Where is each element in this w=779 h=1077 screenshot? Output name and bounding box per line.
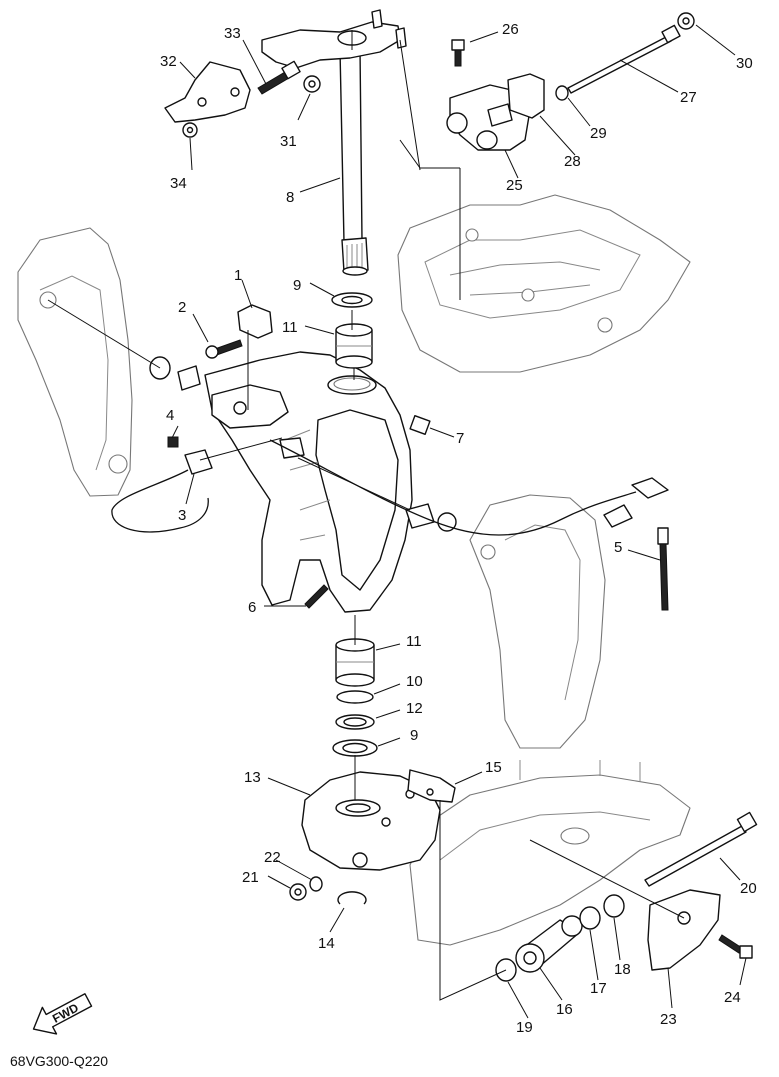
bushing-11-lower [335, 638, 375, 687]
fwd-direction-arrow: FWD [32, 993, 93, 1035]
part-callouts: 1 2 3 4 5 6 7 8 9 9 10 11 11 12 13 14 15… [160, 21, 757, 1036]
bushing-left [149, 356, 201, 391]
callout-13: 13 [244, 769, 261, 786]
callout-16: 16 [556, 1001, 573, 1018]
washer-18 [603, 894, 625, 918]
callout-14: 14 [318, 935, 335, 952]
drawing-code: 68VG300-Q220 [10, 1053, 108, 1069]
callout-11-upper: 11 [282, 319, 298, 336]
callout-22: 22 [264, 849, 281, 866]
cover-23 [647, 889, 721, 971]
callout-33: 33 [224, 25, 241, 42]
callout-24: 24 [724, 989, 741, 1006]
callout-5: 5 [614, 539, 622, 556]
callout-11-lower: 11 [406, 633, 422, 650]
clip-1 [237, 304, 273, 339]
callout-1: 1 [234, 267, 242, 284]
steering-shaft [339, 47, 369, 276]
callout-18: 18 [614, 961, 631, 978]
callout-28: 28 [564, 153, 581, 170]
cable-tie-5 [657, 527, 669, 611]
left-clamp-bracket-ghost [17, 227, 133, 497]
callout-29: 29 [590, 125, 607, 142]
bolt-24 [718, 934, 753, 959]
callout-6: 6 [248, 599, 256, 616]
callout-7: 7 [456, 430, 464, 447]
callout-15: 15 [485, 759, 502, 776]
callout-19: 19 [516, 1019, 533, 1036]
callout-26: 26 [502, 21, 519, 38]
cable-bracket [164, 61, 251, 123]
mount-rubber-16 [515, 915, 583, 973]
washer-12 [335, 714, 375, 730]
washer-22 [309, 876, 323, 892]
bolt-20 [644, 811, 758, 887]
nut-34 [182, 122, 198, 138]
washer-9-lower [332, 739, 378, 757]
leader-lines [171, 24, 747, 1019]
washer-9-upper [331, 292, 373, 308]
callout-34: 34 [170, 175, 187, 192]
right-clamp-bracket-ghost [469, 494, 606, 749]
bolt-27 [567, 24, 681, 94]
lower-mount-housing [301, 771, 441, 871]
callout-27: 27 [680, 89, 697, 106]
switch-3 [184, 449, 213, 475]
washer-17 [579, 906, 601, 930]
bushing-11-upper [335, 323, 373, 369]
callout-4: 4 [166, 407, 174, 424]
callout-20: 20 [740, 880, 757, 897]
callout-30: 30 [736, 55, 753, 72]
bolt-33 [257, 60, 301, 95]
callout-32: 32 [160, 53, 177, 70]
circlip-14 [337, 891, 367, 905]
lower-casing-ghost [409, 760, 691, 946]
upper-mount-casting-ghost [397, 194, 691, 373]
callout-8: 8 [286, 189, 294, 206]
bolt-26 [451, 39, 465, 67]
callout-10: 10 [406, 673, 423, 690]
callout-9-upper: 9 [293, 277, 301, 294]
bolt-4 [167, 436, 179, 448]
bolt-2 [205, 339, 243, 359]
screw-6 [304, 584, 329, 609]
nut-30 [677, 12, 695, 30]
o-ring-10 [336, 690, 374, 704]
callout-12: 12 [406, 700, 423, 717]
callout-31: 31 [280, 133, 297, 150]
callout-23: 23 [660, 1011, 677, 1028]
trim-sensor-wire [111, 439, 637, 536]
assembly-lines [47, 30, 685, 1001]
callout-3: 3 [178, 507, 186, 524]
stud-15 [407, 769, 456, 803]
callout-21: 21 [242, 869, 259, 886]
swivel-bracket [204, 351, 413, 613]
callout-17: 17 [590, 980, 607, 997]
callout-9-lower: 9 [410, 727, 418, 744]
connector [603, 477, 669, 528]
washer-29 [555, 85, 569, 101]
plate-28 [507, 73, 545, 119]
steering-arm [261, 9, 407, 69]
nut-21 [289, 883, 307, 901]
callout-25: 25 [506, 177, 523, 194]
shaft-bore [333, 377, 371, 391]
nut-31 [303, 75, 321, 93]
nut-7 [409, 414, 431, 436]
callout-2: 2 [178, 299, 186, 316]
